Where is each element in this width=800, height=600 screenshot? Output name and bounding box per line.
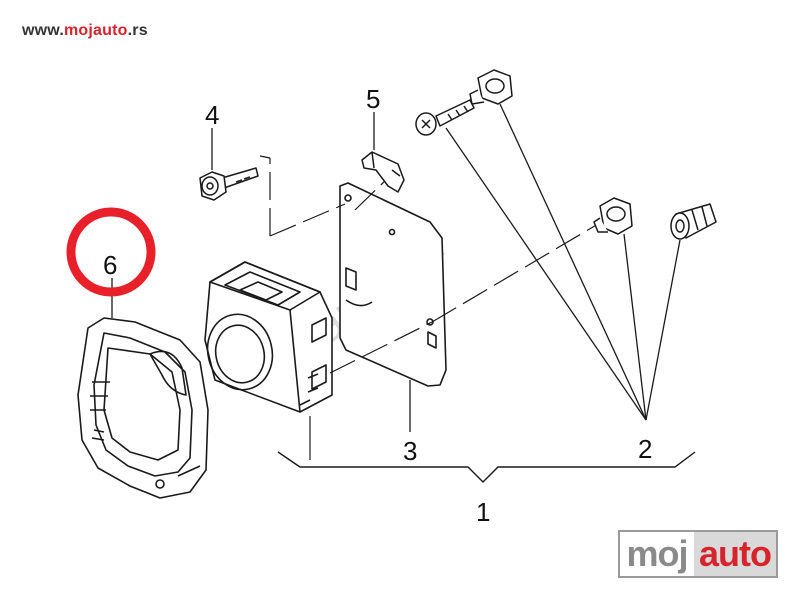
part-3-plate [339, 182, 447, 387]
label-4: 4 [205, 100, 219, 130]
part-3-housing [204, 261, 333, 413]
part-5-clip [361, 151, 405, 193]
site-url-prefix: www. [22, 22, 64, 39]
logo-part-moj: moj [618, 530, 694, 578]
site-url[interactable]: www.mojauto.rs [22, 22, 148, 40]
highlight-circle [66, 207, 156, 297]
part-2-nut-top [469, 69, 513, 105]
site-url-suffix: .rs [127, 22, 148, 39]
part-2-nut-right [593, 197, 633, 235]
bracket-1 [277, 451, 696, 483]
leaders-2 [445, 103, 681, 421]
part-2-expanding-nut [670, 203, 717, 240]
part-4-bolt [199, 167, 259, 201]
brand-logo: moj auto [618, 530, 778, 578]
label-2: 2 [638, 434, 652, 464]
logo-part-auto: auto [694, 530, 778, 578]
label-5: 5 [366, 84, 380, 114]
part-2-screw [415, 99, 475, 136]
label-3: 3 [403, 436, 417, 466]
label-6: 6 [103, 250, 117, 280]
label-1: 1 [476, 497, 490, 527]
part-6-frame [77, 317, 209, 499]
site-url-brand: mojauto [64, 22, 128, 39]
